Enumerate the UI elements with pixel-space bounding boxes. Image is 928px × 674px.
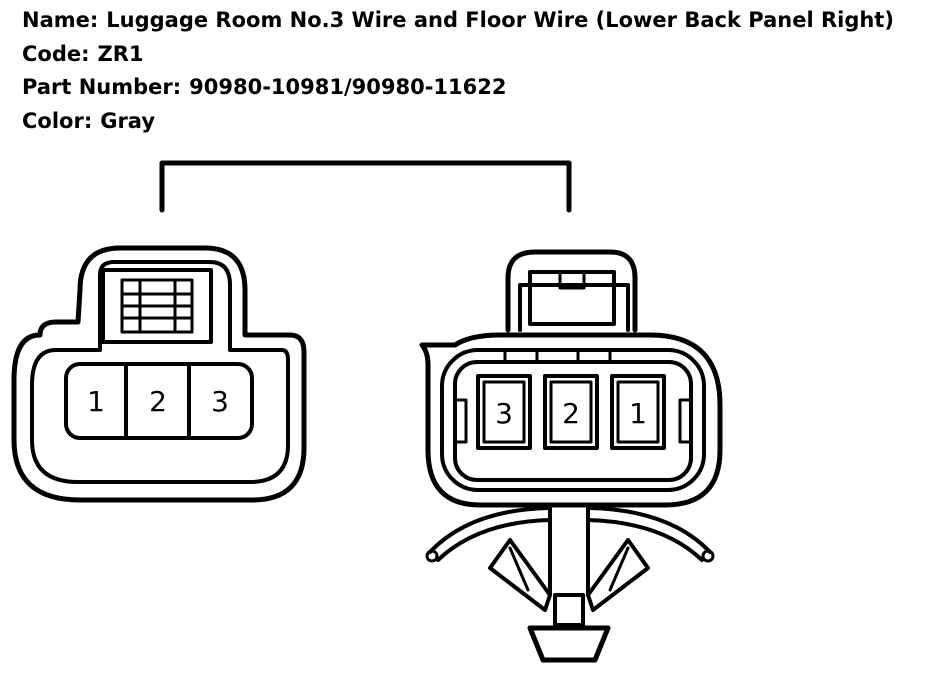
right-clip-barb-detail	[508, 546, 630, 592]
right-housing-outer	[419, 332, 723, 508]
right-clip-wing-left-inner	[436, 518, 552, 562]
right-lock-inner	[518, 283, 630, 332]
right-clip-stem	[548, 506, 590, 597]
right-clip-neck	[553, 593, 585, 627]
right-clip-barb-left	[488, 538, 552, 612]
right-pin-cavity-inner	[549, 380, 593, 444]
right-pin-1: 1	[629, 397, 647, 430]
color-row: Color: Gray	[22, 105, 894, 139]
right-top-notch	[503, 348, 539, 364]
left-housing-inner	[30, 260, 290, 484]
right-top-notch	[576, 348, 612, 364]
right-clip-barb-right	[586, 538, 650, 612]
left-connector: 1 2 3	[11, 245, 307, 503]
right-pin-cavity-inner	[616, 380, 660, 444]
part-number-row: Part Number: 90980-10981/90980-11622	[22, 71, 894, 105]
right-lock-tab	[528, 270, 616, 326]
code-label: Code:	[22, 41, 90, 66]
name-value: Luggage Room No.3 Wire and Floor Wire (L…	[106, 8, 894, 32]
right-pin-cavity	[610, 374, 666, 450]
color-value: Gray	[100, 108, 156, 133]
part-number-label: Part Number:	[22, 75, 182, 99]
right-clip-wing-right	[588, 506, 712, 554]
code-value: ZR1	[97, 41, 144, 66]
right-pin-2: 2	[562, 397, 580, 430]
part-number-value: 90980-10981/90980-11622	[189, 75, 507, 99]
right-pin-cavity	[543, 374, 599, 450]
left-pin-3: 3	[211, 385, 229, 418]
left-pin-block	[64, 362, 254, 440]
name-row: Name: Luggage Room No.3 Wire and Floor Wi…	[22, 4, 894, 38]
code-row: Code: ZR1	[22, 38, 894, 72]
right-pin-3: 3	[495, 397, 513, 430]
right-clip-wing-tip	[701, 549, 715, 563]
right-pin-cavity-inner	[482, 380, 526, 444]
right-lock-housing	[505, 249, 638, 333]
color-label: Color:	[22, 108, 93, 133]
right-connector: 3 2 1	[419, 249, 723, 663]
right-clip-wing-left	[428, 506, 550, 554]
right-lock-notch	[558, 270, 586, 290]
right-housing-inner	[440, 348, 706, 492]
connection-bracket	[159, 160, 572, 213]
right-side-notch	[678, 398, 693, 444]
left-housing-outer	[11, 245, 307, 503]
right-side-notch	[453, 398, 468, 444]
right-clip-wing-tip	[425, 549, 439, 563]
right-clip-wing-right-inner	[586, 518, 704, 562]
connector-info: Name: Luggage Room No.3 Wire and Floor Wi…	[22, 4, 894, 138]
left-pin-2: 2	[149, 385, 167, 418]
right-housing-face	[453, 360, 693, 482]
right-clip-foot	[527, 625, 611, 663]
left-lock-tab	[101, 268, 213, 344]
right-pin-cavity	[476, 374, 532, 450]
left-pin-1: 1	[87, 385, 105, 418]
name-label: Name:	[22, 8, 99, 32]
